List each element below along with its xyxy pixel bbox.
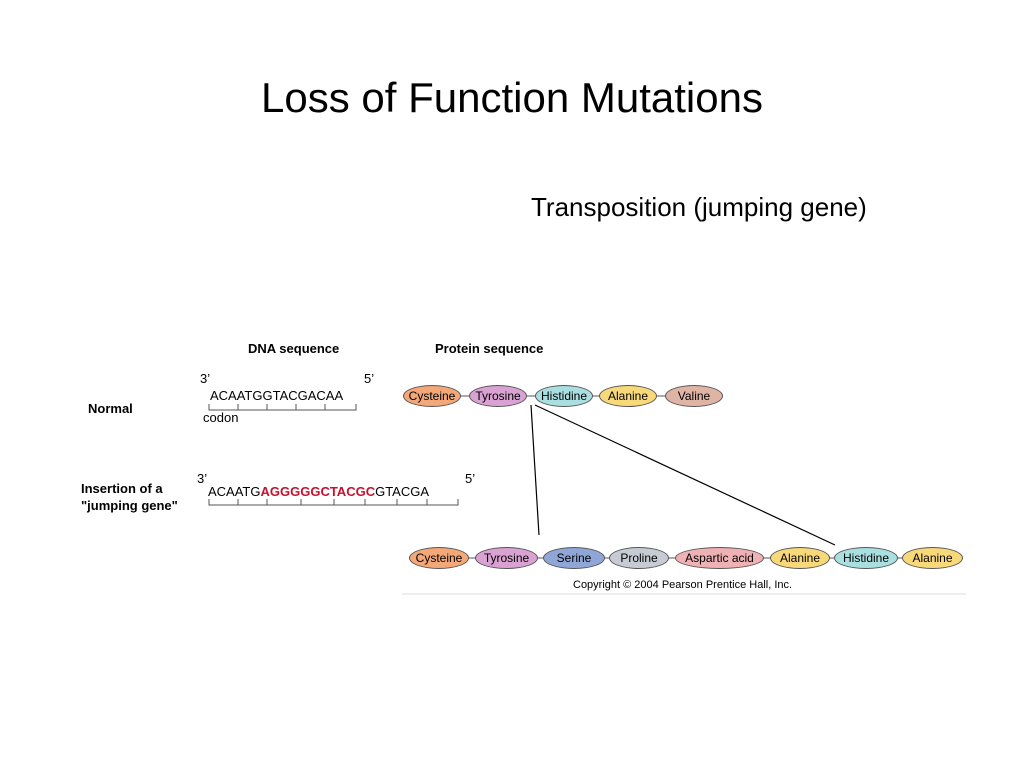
insertion-connector-lines	[530, 404, 836, 546]
insertion-label-line2: "jumping gene"	[81, 498, 178, 513]
mutant-amino-acid-tyrosine: Tyrosine	[475, 547, 538, 569]
slide-subtitle: Transposition (jumping gene)	[531, 192, 867, 222]
mutant-amino-acid-proline: Proline	[609, 547, 669, 569]
normal-amino-acid-cysteine: Cysteine	[403, 385, 461, 407]
normal-amino-acid-tyrosine: Tyrosine	[469, 385, 527, 407]
protein-sequence-header: Protein sequence	[435, 341, 544, 356]
mutant-amino-acid-serine: Serine	[543, 547, 605, 569]
jumping-gene-insert: AGGGGGCTACGC	[260, 484, 376, 499]
mutant-amino-acid-alanine: Alanine	[770, 547, 830, 569]
normal-codon-brackets	[208, 404, 357, 411]
normal-amino-acid-alanine: Alanine	[599, 385, 657, 407]
dna-sequence-header: DNA sequence	[248, 341, 340, 356]
insertion-3prime-label: 3’	[197, 471, 208, 486]
insertion-label-line1: Insertion of a	[81, 481, 163, 496]
normal-row-label: Normal	[88, 401, 133, 416]
normal-amino-acid-histidine: Histidine	[535, 385, 593, 407]
insertion-row-label: Insertion of a "jumping gene"	[81, 480, 178, 514]
codon-label: codon	[203, 410, 239, 425]
insertion-dna-sequence: ACAATGAGGGGGCTACGCGTACGA	[208, 484, 429, 499]
seq-after-insert: GTACGA	[375, 484, 430, 499]
normal-amino-acid-valine: Valine	[665, 385, 723, 407]
insertion-codon-brackets	[208, 499, 459, 506]
normal-5prime-label: 5’	[364, 371, 375, 386]
insertion-5prime-label: 5’	[465, 471, 476, 486]
mutant-amino-acid-cysteine: Cysteine	[409, 547, 469, 569]
mutant-amino-acid-alanine-2: Alanine	[902, 547, 963, 569]
slide-title: Loss of Function Mutations	[261, 74, 763, 121]
copyright-notice: Copyright © 2004 Pearson Prentice Hall, …	[573, 579, 793, 591]
normal-dna-sequence: ACAATGGTACGACAA	[210, 388, 344, 403]
mutant-amino-acid-histidine: Histidine	[834, 547, 898, 569]
mutant-amino-acid-aspartic-acid: Aspartic acid	[675, 547, 764, 569]
seq-before-insert: ACAATG	[208, 484, 261, 499]
normal-3prime-label: 3’	[200, 371, 211, 386]
